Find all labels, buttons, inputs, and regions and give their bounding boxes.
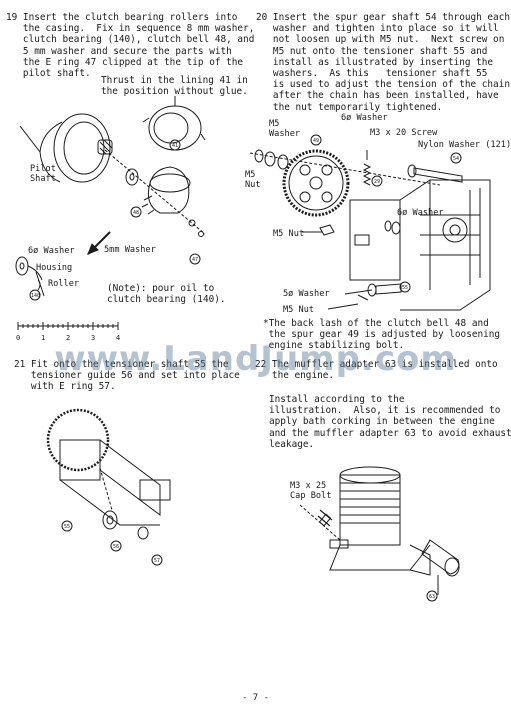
svg-text:47: 47 [192,257,198,263]
svg-text:57: 57 [154,558,160,564]
step-22-text2: Install according to the illustration. A… [269,394,511,450]
step-20-text: 20 Insert the spur gear shaft 54 through… [256,12,510,113]
svg-text:140: 140 [31,293,40,299]
8mm-washer [125,168,139,186]
label-roller: Roller [48,279,80,289]
watermark: www.LandJump.com [54,339,457,379]
label-6mm-washer-top: 6ø Washer [341,113,388,123]
spur-gear [282,149,350,217]
engine-block [349,179,491,311]
label-5mm-washer-bottom: 5ø Washer [283,289,330,299]
spur-gear-assembly-illustration [249,149,491,311]
svg-text:41: 41 [172,143,178,149]
svg-text:55: 55 [64,524,70,530]
svg-text:63: 63 [429,594,435,600]
ruler-0: 0 [16,334,20,342]
svg-text:54: 54 [453,156,459,162]
label-6mm-washer: 6ø Washer [28,246,75,256]
svg-text:49: 49 [313,138,319,144]
step-21-text: 21 Fit onto the tensioner shaft 55 the t… [14,359,240,393]
step22-callouts: 63 [426,590,438,602]
label-cap-bolt: M3 x 25 Cap Bolt [290,481,332,501]
svg-text:29: 29 [374,179,380,185]
thrust-note: Thrust in the lining 41 in the position … [101,75,248,98]
backlash-note: *The back lash of the clutch bell 48 and… [263,318,501,352]
page-number: - 7 - [241,693,270,703]
scale-ruler [17,322,119,330]
ruler-2: 2 [66,334,70,342]
svg-text:56: 56 [113,544,119,550]
svg-text:55: 55 [402,285,408,291]
label-m5-washer: M5 Washer [269,119,301,139]
label-6mm-washer-mid: 6ø Washer [397,208,444,218]
spur-gear-shaft [407,164,463,183]
lining-closeup [142,96,206,151]
label-m3x20-screw: M3 x 20 Screw [370,128,438,138]
spring [362,163,372,186]
ruler-4: 4 [116,334,120,342]
label-5mm-washer: 5mm Washer [104,245,156,255]
label-nylon-washer: Nylon Washer (121) [418,140,511,150]
label-housing: Housing [36,263,73,273]
tensioner-guide-illustration [46,408,171,540]
svg-text:48: 48 [133,210,139,216]
clutch-assembly-illustration [15,96,206,297]
label-m5-nut-mid: M5 Nut [273,229,305,239]
step-22-text: 22 The muffler adapter 63 is installed o… [255,359,498,382]
ruler-1: 1 [41,334,45,342]
step20-callouts: 49 54 29 55 [310,134,462,293]
clutch-bell [141,166,191,215]
label-m5-nut-bottom: M5 Nut [283,305,315,315]
label-pilot-shaft: Pilot Shaft [30,164,56,184]
engine-muffler-illustration [299,466,460,595]
step19-callouts: 41 48 47 140 [29,139,201,301]
clutch-housing [19,113,113,183]
ruler-3: 3 [91,334,95,342]
step-19-note: (Note): pour oil to clutch bearing (140)… [107,283,226,306]
step21-callouts: 55 56 57 [61,520,163,566]
label-m5-nut-left: M5 Nut [245,170,261,190]
step-19-text: 19 Insert the clutch bearing rollers int… [6,12,255,80]
tensioner-shaft [344,283,402,297]
